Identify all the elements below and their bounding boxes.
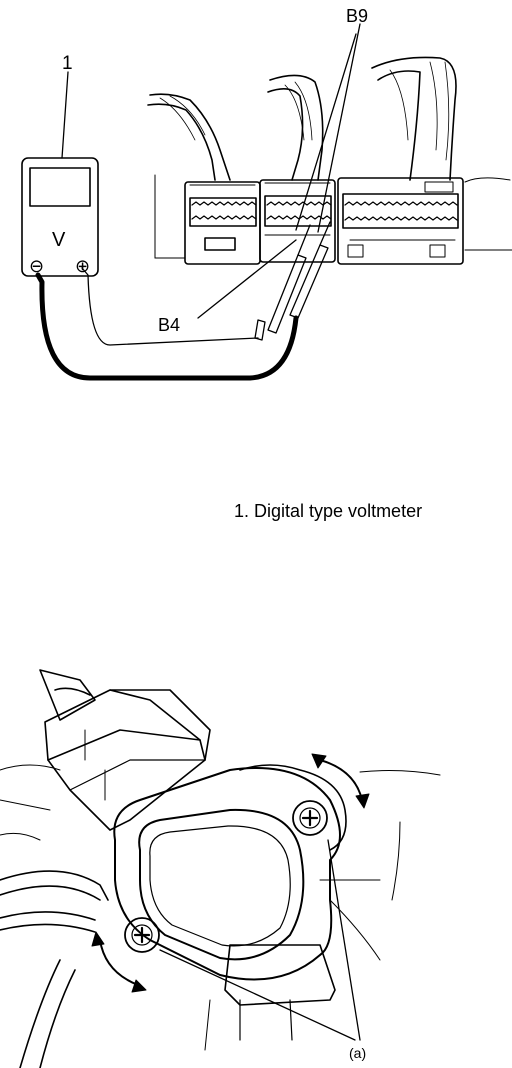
- sensor-diagram: (a): [0, 669, 441, 1068]
- label-b4: B4: [158, 315, 180, 335]
- minus-terminal-label: ⊖: [29, 256, 44, 276]
- voltmeter: [21, 157, 99, 277]
- sensor-connector: [39, 669, 211, 831]
- test-probes: [254, 221, 331, 341]
- leader-line-a-2: [159, 949, 356, 1041]
- caption: 1. Digital type voltmeter: [234, 501, 422, 521]
- leader-line-b9: [317, 23, 361, 233]
- throttle-position-sensor: [113, 764, 347, 1051]
- screw-upper: [292, 800, 328, 836]
- ecm-connector-a: [184, 181, 261, 265]
- label-1: 1: [62, 53, 73, 74]
- leader-line-b9-b: [295, 33, 357, 231]
- screw-lower: [124, 917, 160, 953]
- red-lead-wire: [81, 267, 259, 346]
- label-v: V: [52, 229, 66, 251]
- adjust-arrow-lower: [91, 931, 147, 993]
- leader-line-1: [61, 71, 69, 159]
- adjust-arrow-upper: [311, 753, 370, 809]
- label-a: (a): [349, 1045, 366, 1061]
- leader-line-a-1: [327, 839, 361, 1041]
- cable-bundle: [0, 870, 109, 1068]
- plus-terminal-label: ⊕: [75, 256, 90, 276]
- voltmeter-diagram: 1 V ⊖ ⊕ B9 B4 1. Digital type voltmeter: [21, 6, 512, 521]
- wire-harnesses: [147, 56, 457, 181]
- leader-line-b4: [197, 239, 297, 319]
- black-lead-wire: [35, 272, 299, 381]
- ecm-connector-c: [337, 177, 464, 265]
- label-b9: B9: [346, 6, 368, 26]
- ecm-connector-b: [259, 179, 336, 263]
